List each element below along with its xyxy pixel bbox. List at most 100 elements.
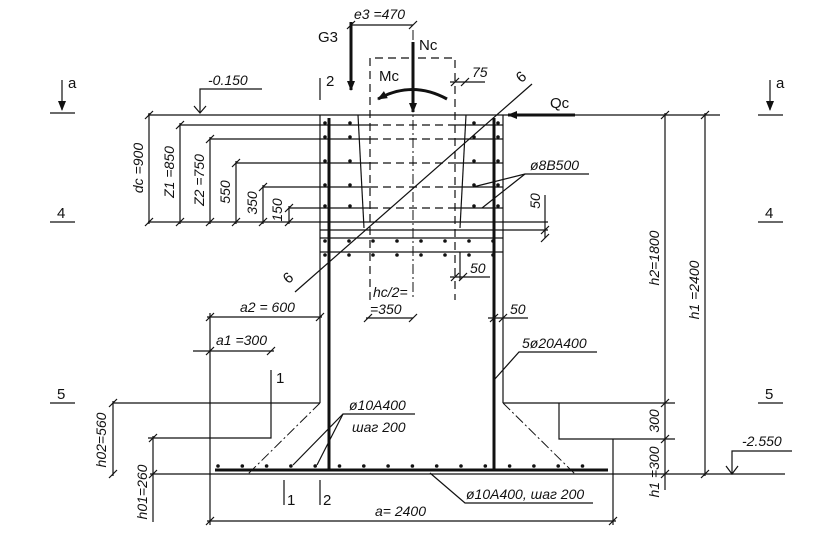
dim-label: hc/2=: [373, 284, 408, 300]
rebar-dot: [323, 239, 327, 243]
rebar-dot: [472, 121, 476, 125]
rebar-dot: [395, 253, 399, 257]
dim-label: 150: [269, 198, 285, 222]
dim-label: a2 = 600: [240, 299, 295, 315]
dim-tick: [284, 217, 294, 227]
dim-label: 550: [217, 180, 233, 204]
rebar-dot: [348, 135, 352, 139]
dim-tick: [175, 120, 185, 130]
rebar-dot: [434, 464, 439, 468]
rebar-dot: [496, 121, 500, 125]
dim-tick: [450, 77, 460, 87]
dim-tick: [108, 469, 118, 479]
dim-tick: [266, 346, 276, 356]
dim-label: h02=560: [93, 412, 109, 467]
rebar-dot: [323, 204, 327, 208]
dim-label: h01=260: [134, 464, 150, 519]
rebar-dot: [556, 464, 560, 468]
rebar-dot: [371, 253, 375, 257]
rebar-dot: [348, 183, 352, 187]
section-label: 2: [323, 492, 331, 509]
rebar-dot: [496, 159, 500, 163]
level-label: -2.550: [742, 433, 782, 449]
section-label: 1: [287, 492, 295, 509]
rebar-dot: [347, 239, 351, 243]
dim-tick: [205, 217, 215, 227]
dim-tick: [284, 203, 294, 213]
section-label: 1: [276, 370, 284, 387]
moment-mc: Mc: [377, 68, 448, 101]
section-label: 2: [326, 73, 334, 90]
section-marks-4-5: 4 4 5 5: [50, 205, 783, 404]
dim-tick: [458, 272, 468, 282]
dim-tick: [498, 313, 508, 323]
rebar-dot: [395, 239, 399, 243]
dim-tick: [408, 313, 418, 323]
rebar-dot: [371, 239, 375, 243]
section-label: 4: [765, 205, 773, 222]
force-g3: G3: [318, 22, 355, 91]
rebar-dot: [337, 464, 342, 468]
rebar-label: ø10A400, шаг 200: [466, 486, 584, 502]
rebar-dot: [313, 464, 318, 468]
level-mark-top: -0.150: [193, 72, 262, 114]
dim-label: 300: [646, 409, 662, 433]
dim-tick: [408, 20, 418, 30]
dim-tick: [258, 182, 268, 192]
force-label: Nc: [419, 37, 438, 54]
dim-tick: [148, 469, 158, 479]
rebar-label: шаг 200: [352, 419, 406, 435]
rebar-dot: [386, 464, 390, 468]
column-socket: [148, 30, 548, 300]
rebar-dot: [348, 204, 352, 208]
foundation-outline: [113, 114, 785, 525]
rebar-dot: [348, 121, 352, 125]
rebar-dot: [264, 464, 269, 468]
dim-label: a1 =300: [216, 332, 267, 348]
dim-label: Z1 =850: [161, 146, 177, 199]
vertical-rebar: [215, 118, 608, 472]
dim-tick: [346, 20, 356, 30]
rebar-dot: [496, 183, 500, 187]
rebar-dot: [459, 464, 463, 468]
dim-tick: [700, 469, 710, 479]
rebar-label: ø8B500: [530, 157, 579, 173]
dim-tick: [540, 225, 550, 235]
dim-tick: [144, 110, 154, 120]
rebar-callouts: ø8B500 5ø20A400 ø10A400 шаг 200 ø10A400,…: [292, 157, 597, 504]
rebar-dot: [323, 253, 327, 257]
dim-tick: [660, 434, 670, 444]
section-label: 6: [280, 269, 297, 287]
dim-tick: [175, 217, 185, 227]
section-label: a: [776, 75, 785, 92]
section-mark-a-right: a: [758, 75, 785, 116]
rebar-dot: [483, 464, 488, 468]
dim-label: h1 =300: [646, 446, 662, 497]
dim-tick: [205, 516, 215, 526]
rebar-dot: [496, 135, 500, 139]
level-label: -0.150: [208, 72, 248, 88]
rebar-dot: [496, 204, 500, 208]
force-label: Qc: [550, 95, 570, 112]
dim-tick: [608, 516, 618, 526]
dim-label: e3 =470: [354, 6, 405, 22]
dim-tick: [205, 346, 215, 356]
rebar-dot: [323, 183, 327, 187]
rebar-dot: [507, 464, 512, 468]
dim-label: =350: [370, 301, 402, 317]
rebar-dot: [323, 159, 327, 163]
rebar-dot: [472, 183, 476, 187]
rebar-dot: [216, 464, 220, 468]
dim-tick: [148, 433, 158, 443]
dim-tick: [231, 158, 241, 168]
rebar-dot: [410, 464, 415, 468]
rebar-dot: [348, 159, 352, 163]
dim-tick: [660, 469, 670, 479]
force-nc: Nc: [409, 37, 438, 113]
dim-tick: [205, 134, 215, 144]
force-label: Mc: [379, 68, 399, 85]
force-qc: Qc: [507, 95, 575, 119]
rebar-dot: [323, 121, 327, 125]
rebar-dot: [240, 464, 245, 468]
